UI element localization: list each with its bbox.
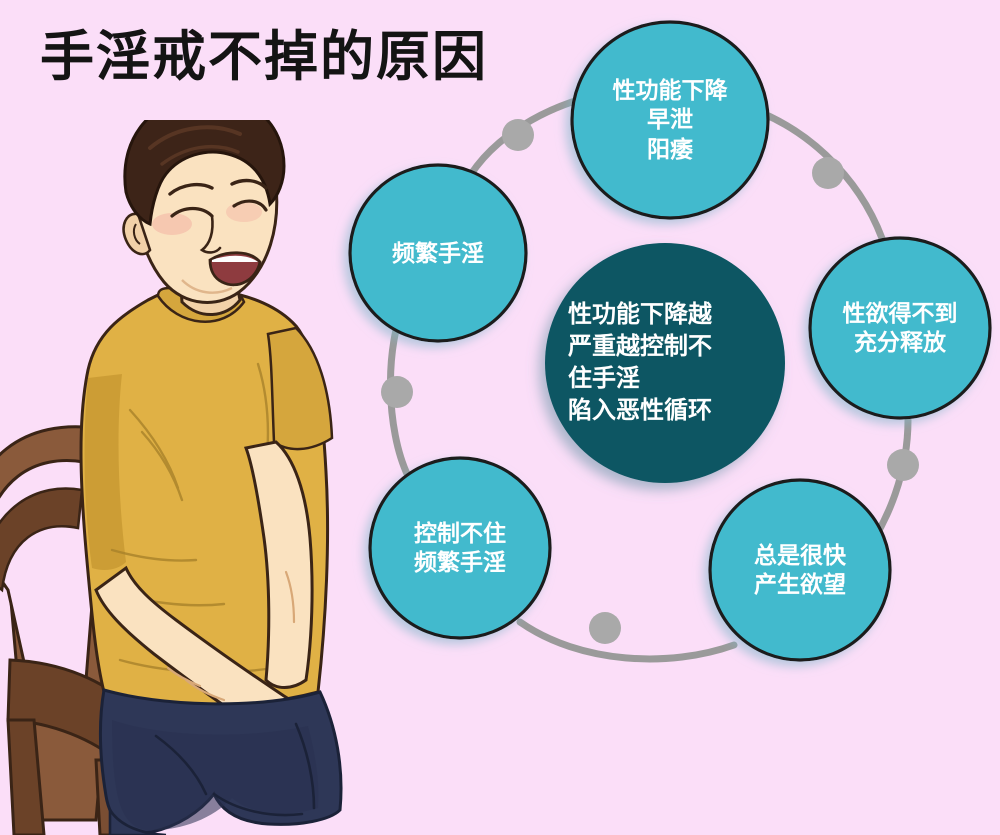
center-node-circle — [545, 243, 785, 483]
node-left-lower-circle — [368, 456, 552, 640]
man-head — [122, 120, 286, 316]
page-title: 手淫戒不掉的原因 — [40, 27, 488, 87]
node-right-lower-circle — [708, 478, 892, 662]
cycle-diagram: 性功能下降 早泄 阳痿 性欲得不到 充分释放 总是很快 产生欲望 控制不住 频繁… — [330, 0, 1000, 700]
connector-dot-1 — [502, 119, 534, 151]
node-left-upper-circle — [348, 163, 528, 343]
cycle-connector-dots — [381, 119, 919, 644]
connector-dot-5 — [381, 376, 413, 408]
node-right-upper-circle — [808, 236, 992, 420]
connector-dot-4 — [589, 612, 621, 644]
man-pants — [98, 688, 343, 835]
cycle-nodes — [348, 20, 992, 662]
node-top-circle — [570, 20, 770, 220]
connector-right-lower-to-left-lower — [516, 618, 738, 663]
connector-dot-2 — [812, 157, 844, 189]
connector-dot-3 — [887, 449, 919, 481]
sitting-man-illustration — [0, 120, 380, 835]
